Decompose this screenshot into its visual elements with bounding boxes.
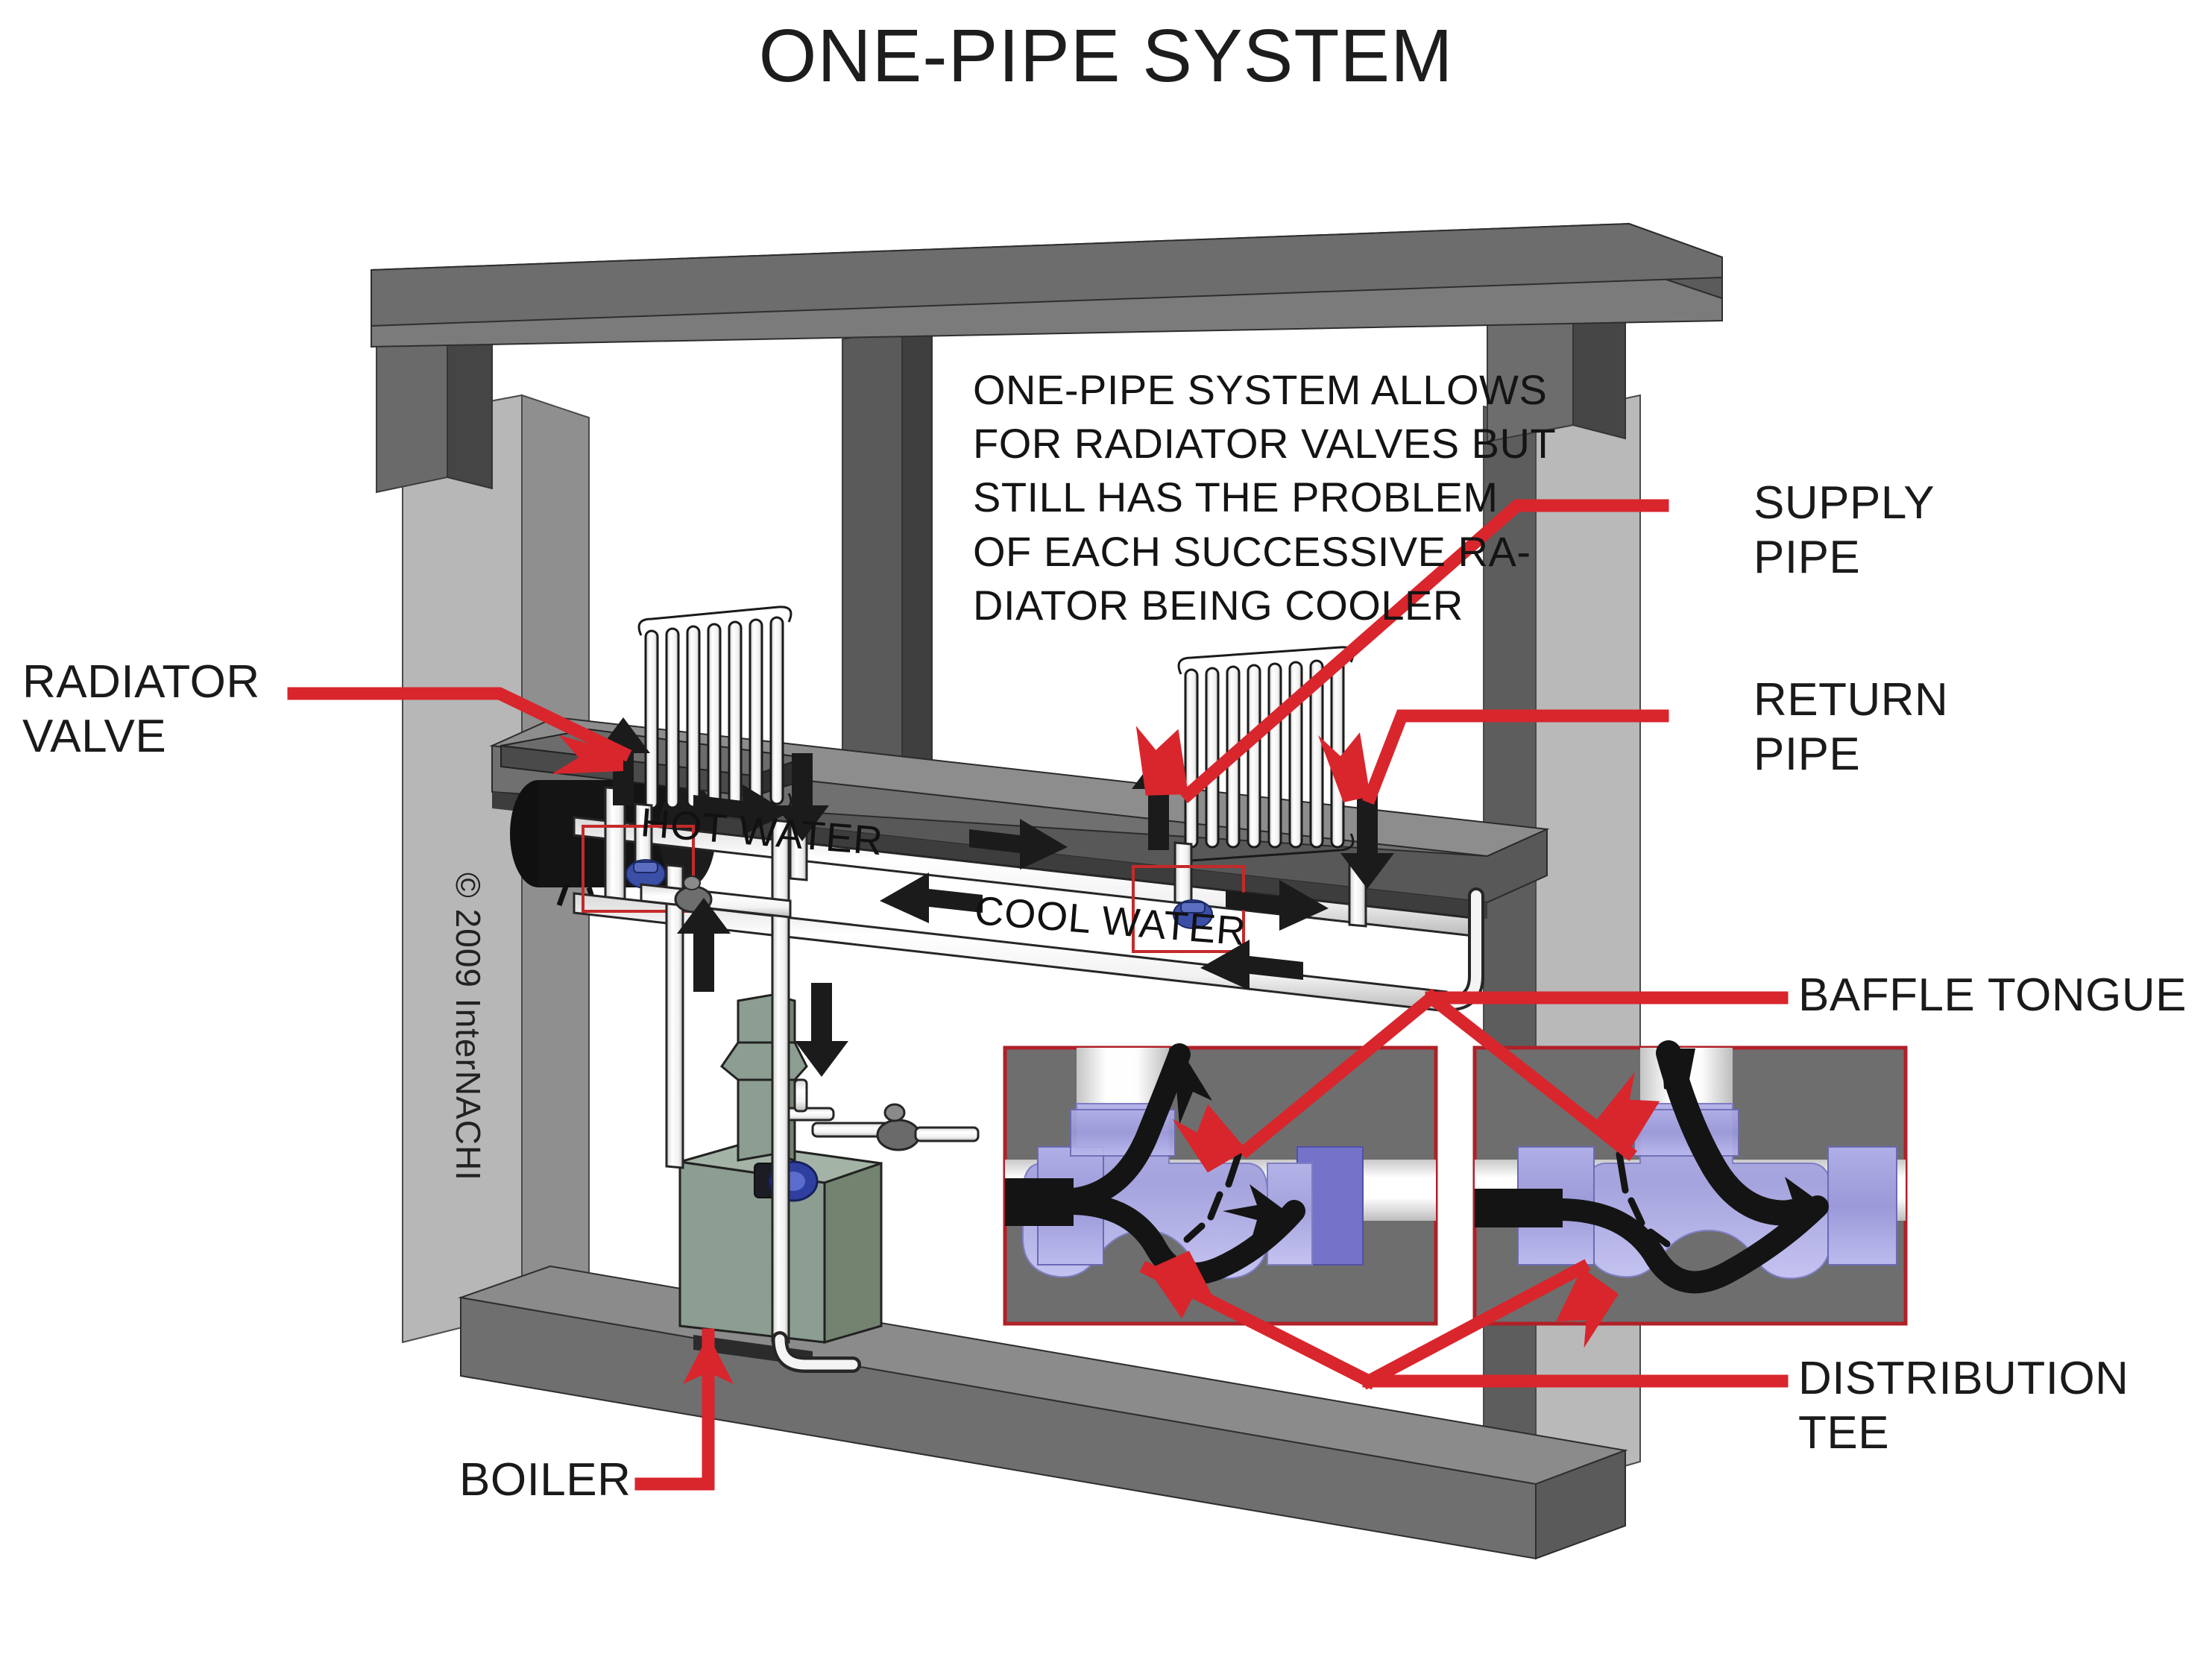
note-line-3: STILL HAS THE PROBLEM — [973, 474, 1499, 521]
note-line-2: FOR RADIATOR VALVES BUT — [973, 420, 1557, 468]
boiler-supply-riser — [665, 864, 684, 1169]
leader-return-pipe — [1361, 709, 1669, 805]
page-title: ONE-PIPE SYSTEM — [758, 14, 1454, 98]
leader-dist-branch-right — [1360, 1259, 1591, 1390]
note-line-4: OF EACH SUCCESSIVE RA- — [973, 527, 1531, 575]
label-supply-pipe: SUPPLY PIPE — [1753, 477, 1935, 584]
boiler-return-drop — [771, 819, 861, 1373]
top-beam — [371, 222, 1723, 348]
explanatory-note: ONE-PIPE SYSTEM ALLOWS FOR RADIATOR VALV… — [973, 363, 1569, 632]
radiator-1 — [637, 606, 793, 823]
label-baffle-tongue: BAFFLE TONGUE — [1798, 969, 2187, 1021]
leader-radiator-valve — [287, 687, 632, 762]
leader-baffle-branch-left — [1238, 989, 1440, 1159]
leader-arrowheads — [552, 726, 1660, 1384]
copyright-notice: © 2009 InterNACHI — [449, 872, 488, 1181]
center-post — [842, 327, 933, 867]
label-radiator-valve: RADIATOR VALVE — [22, 656, 260, 763]
tee-highlight-1 — [582, 825, 695, 913]
label-boiler: BOILER — [459, 1454, 631, 1506]
radiator-valve-2 — [1173, 899, 1213, 929]
inset-supply-tee — [1003, 1043, 1438, 1326]
leader-baffle-branch-right — [1422, 989, 1637, 1161]
leader-boiler — [634, 1328, 715, 1491]
note-line-1: ONE-PIPE SYSTEM ALLOWS — [973, 366, 1548, 413]
flow-arrows — [596, 717, 1394, 1077]
leader-supply-pipe — [1179, 499, 1669, 803]
note-line-5: DIATOR BEING COOLER — [973, 581, 1463, 629]
label-return-pipe: RETURN PIPE — [1753, 674, 1949, 781]
label-distribution-tee: DISTRIBUTION TEE — [1798, 1353, 2129, 1459]
